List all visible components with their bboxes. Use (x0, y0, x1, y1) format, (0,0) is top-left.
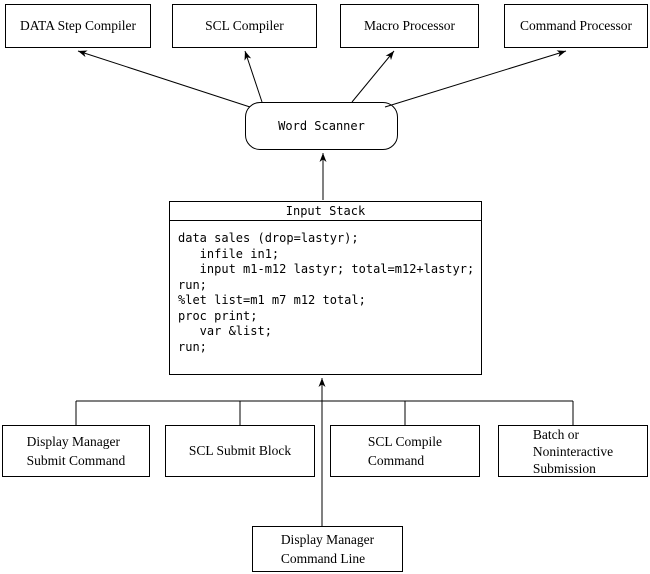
arrow-scanner-to-data-step-compiler (77, 50, 251, 108)
arrow-scanner-to-command-processor (384, 50, 567, 108)
node-label-line: Submit Command (26, 453, 126, 468)
node-label-line: Noninteractive (532, 443, 614, 459)
code-line: data sales (drop=lastyr); (178, 231, 359, 245)
node-label-line: Submission (532, 460, 596, 476)
code-line: run; (178, 339, 207, 354)
node-label-line: Display Manager (280, 532, 375, 547)
node-display-manager-submit-command: Display Manager Submit Command (2, 425, 150, 477)
arrow-scanner-to-macro-processor (351, 50, 395, 103)
node-label-line: Command Line (280, 551, 366, 566)
node-label: Command Processor (519, 18, 633, 33)
node-label: Macro Processor (363, 18, 456, 33)
node-label: SCL Compiler (205, 18, 284, 33)
node-scl-compiler: SCL Compiler (172, 4, 317, 48)
node-display-manager-command-line: Display Manager Command Line (252, 526, 403, 572)
node-macro-processor: Macro Processor (340, 4, 479, 48)
input-stack-code: data sales (drop=lastyr); infile in1; in… (170, 221, 481, 355)
node-scl-compile-command: SCL Compile Command (330, 425, 480, 477)
node-label-line: Display Manager (26, 434, 121, 449)
node-word-scanner: Word Scanner (245, 102, 398, 150)
node-command-processor: Command Processor (504, 4, 648, 48)
node-batch-or-noninteractive-submission: Batch or Noninteractive Submission (498, 425, 648, 477)
node-label-line: Command (367, 453, 425, 468)
node-label-line: Batch or (532, 426, 580, 442)
code-line: %let list=m1 m7 m12 total; (178, 293, 366, 307)
code-line: input m1-m12 lastyr; total=m12+lastyr; (178, 262, 475, 276)
node-data-step-compiler: DATA Step Compiler (5, 4, 151, 48)
code-line: proc print; (178, 308, 258, 323)
node-input-stack: Input Stack data sales (drop=lastyr); in… (169, 201, 482, 375)
code-line: infile in1; (178, 246, 280, 261)
node-label: Word Scanner (278, 119, 365, 133)
code-line: var &list; (178, 324, 272, 338)
node-label-line: SCL Compile (367, 434, 443, 449)
node-label: SCL Submit Block (188, 443, 292, 458)
node-scl-submit-block: SCL Submit Block (165, 425, 315, 477)
input-stack-title: Input Stack (170, 202, 481, 221)
code-line: run; (178, 277, 207, 292)
node-label: DATA Step Compiler (20, 18, 136, 33)
arrow-scanner-to-scl-compiler (244, 50, 263, 103)
